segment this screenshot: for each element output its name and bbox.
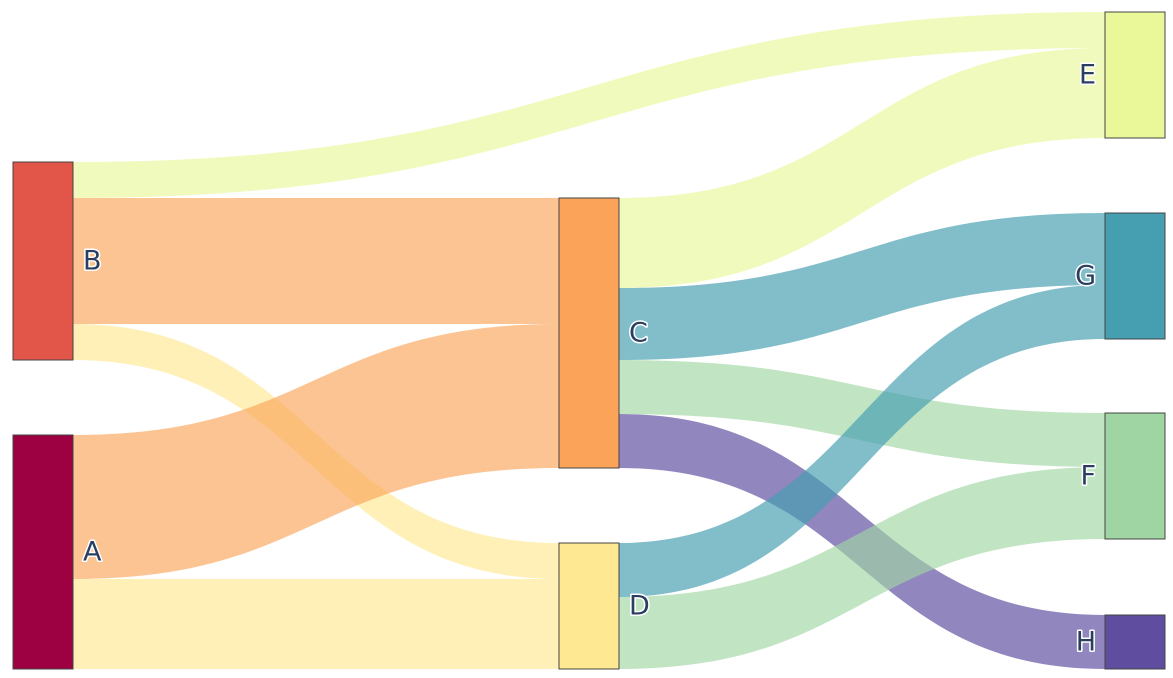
node-label-c: C (629, 318, 648, 349)
nodes-layer (12, 11, 1166, 670)
node-b[interactable] (12, 161, 74, 361)
node-c[interactable] (558, 197, 620, 469)
link-b-c[interactable] (73, 198, 559, 324)
node-label-e: E (1079, 60, 1096, 91)
link-a-d[interactable] (73, 579, 559, 669)
links-layer (73, 12, 1105, 669)
node-label-h: H (1076, 627, 1096, 658)
node-h[interactable] (1104, 614, 1166, 670)
node-d[interactable] (558, 542, 620, 670)
node-label-f: F (1080, 461, 1096, 492)
node-g[interactable] (1104, 212, 1166, 340)
labels-layer: B A C D E G F H (82, 58, 1098, 659)
link-c-e[interactable] (619, 48, 1105, 288)
node-label-a: A (83, 537, 102, 568)
node-label-g: G (1075, 261, 1096, 292)
node-e[interactable] (1104, 11, 1166, 139)
node-label-b: B (83, 246, 102, 277)
link-c-g[interactable] (619, 213, 1105, 360)
node-label-d: D (629, 591, 650, 622)
link-b-e[interactable] (73, 12, 1105, 198)
link-a-c[interactable] (73, 324, 559, 579)
link-c-f[interactable] (619, 360, 1105, 467)
node-f[interactable] (1104, 412, 1166, 540)
node-a[interactable] (12, 434, 74, 670)
link-d-f[interactable] (619, 467, 1105, 669)
link-d-g[interactable] (619, 285, 1105, 597)
